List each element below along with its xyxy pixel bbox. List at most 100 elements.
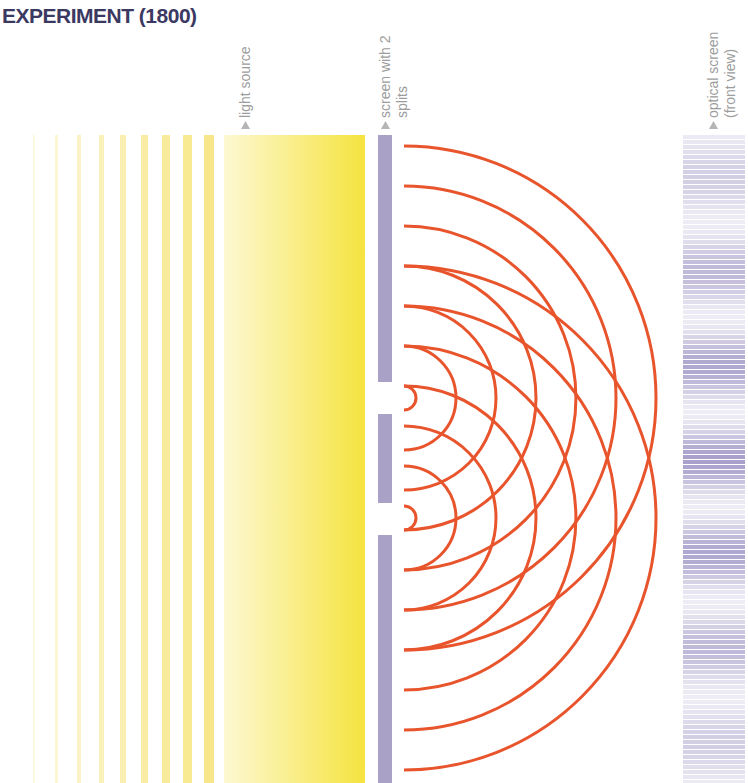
interference-band [683, 235, 745, 239]
interference-band [683, 225, 745, 229]
interference-band [683, 685, 745, 689]
interference-band [683, 450, 745, 454]
interference-band [683, 775, 745, 779]
interference-band [683, 600, 745, 604]
interference-band [683, 170, 745, 174]
interference-band [683, 610, 745, 614]
interference-band [683, 350, 745, 354]
interference-band [683, 150, 745, 154]
interference-band [683, 275, 745, 279]
interference-band [683, 720, 745, 724]
interference-band [683, 740, 745, 744]
optical-screen [683, 135, 745, 783]
interference-band [683, 705, 745, 709]
interference-band [683, 535, 745, 539]
interference-band [683, 360, 745, 364]
interference-band [683, 750, 745, 754]
interference-band [683, 555, 745, 559]
interference-band [683, 135, 745, 139]
interference-band [683, 490, 745, 494]
interference-band [683, 655, 745, 659]
interference-band [683, 525, 745, 529]
interference-band [683, 545, 745, 549]
interference-band [683, 660, 745, 664]
interference-band [683, 340, 745, 344]
interference-band [683, 465, 745, 469]
interference-band [683, 255, 745, 259]
part-label: screen with 2 splits [377, 26, 411, 118]
interference-band [683, 745, 745, 749]
wave-front [404, 146, 656, 650]
interference-band [683, 385, 745, 389]
wave-front [404, 306, 616, 730]
interference-band [683, 175, 745, 179]
interference-band [683, 495, 745, 499]
interference-band [683, 305, 745, 309]
interference-band [683, 210, 745, 214]
slit-screen [378, 135, 392, 783]
interference-band [683, 160, 745, 164]
interference-band [683, 560, 745, 564]
interference-band [683, 245, 745, 249]
interference-band [683, 565, 745, 569]
interference-band [683, 285, 745, 289]
interference-band [683, 345, 745, 349]
interference-band [683, 320, 745, 324]
interference-band [683, 370, 745, 374]
interference-band [683, 765, 745, 769]
interference-band [683, 435, 745, 439]
interference-band [683, 485, 745, 489]
interference-band [683, 605, 745, 609]
interference-band [683, 665, 745, 669]
interference-band [683, 500, 745, 504]
interference-band [683, 405, 745, 409]
interference-band [683, 735, 745, 739]
interference-band [683, 515, 745, 519]
interference-band [683, 640, 745, 644]
interference-band [683, 730, 745, 734]
wave-front [404, 346, 456, 450]
wave-front [404, 386, 416, 410]
interference-band [683, 430, 745, 434]
interference-band [683, 620, 745, 624]
interference-band [683, 270, 745, 274]
interference-band [683, 390, 745, 394]
label-pointer [241, 121, 718, 129]
interference-band [683, 410, 745, 414]
light-source [33, 135, 365, 783]
wave-front [404, 186, 616, 610]
interference-band [683, 645, 745, 649]
interference-band [683, 380, 745, 384]
interference-band [683, 570, 745, 574]
interference-band [683, 460, 745, 464]
wave-front [404, 426, 496, 610]
interference-band [683, 355, 745, 359]
interference-band [683, 630, 745, 634]
interference-band [683, 250, 745, 254]
interference-band [683, 140, 745, 144]
interference-band [683, 220, 745, 224]
interference-band [683, 475, 745, 479]
interference-band [683, 400, 745, 404]
interference-band [683, 635, 745, 639]
interference-band [683, 510, 745, 514]
wave-fronts [404, 146, 656, 770]
interference-band [683, 470, 745, 474]
interference-band [683, 240, 745, 244]
wave-front [404, 346, 576, 690]
interference-band [683, 365, 745, 369]
interference-band [683, 710, 745, 714]
wave-front [404, 226, 576, 570]
wave-front [404, 306, 496, 490]
interference-band [683, 185, 745, 189]
interference-band [683, 335, 745, 339]
interference-band [683, 580, 745, 584]
interference-band [683, 190, 745, 194]
interference-band [683, 415, 745, 419]
interference-band [683, 195, 745, 199]
interference-band [683, 695, 745, 699]
interference-band [683, 520, 745, 524]
interference-band [683, 425, 745, 429]
interference-band [683, 680, 745, 684]
